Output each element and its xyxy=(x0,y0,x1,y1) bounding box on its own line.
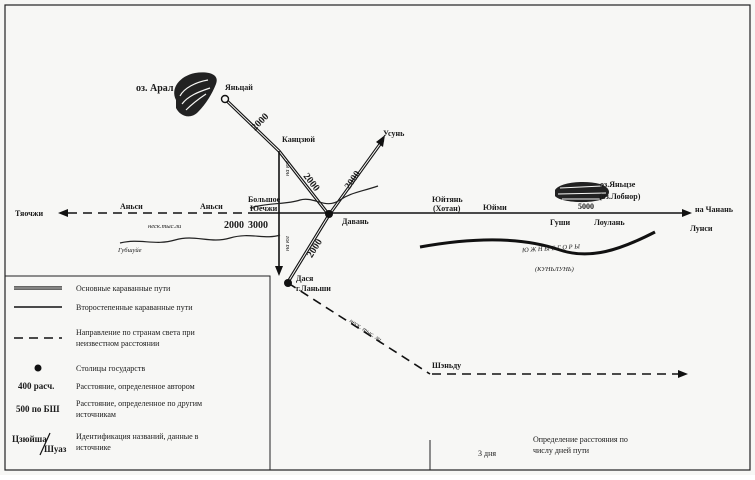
legend-ident-key-a: Цзюйша xyxy=(12,434,47,444)
label-gubshuye: Губшуйе xyxy=(117,247,142,254)
distance-davan-west-b: 3000 xyxy=(248,220,268,231)
legend-days-key: 3 дня xyxy=(478,449,496,458)
label-yuimi: Юйми xyxy=(483,203,507,212)
label-sand-se: неск. тыс. ли xyxy=(348,318,383,344)
label-lanshi: г.Ланьши xyxy=(296,284,331,293)
legend-other-key: 500 по БШ xyxy=(16,404,60,414)
legend-days-1: Определение расстояния по xyxy=(533,435,628,444)
map-frame xyxy=(4,4,751,471)
legend-direction-unknown-1: Направление по странам света при xyxy=(76,328,196,337)
label-lake-yantsze: оз.Яньцзе xyxy=(600,180,636,189)
label-kantszyui: Канцзюй xyxy=(282,135,315,144)
legend-author-distance: Расстояние, определенное автором xyxy=(76,382,195,391)
direction-north: на юг xyxy=(284,160,291,176)
arrow-usun xyxy=(376,135,385,147)
legend-other-distance-1: Расстояние, определенное по другим xyxy=(76,399,202,408)
lake-lobnor-hatching xyxy=(557,185,607,200)
label-kunlun: (КУНЬЛУНЬ) xyxy=(535,266,574,273)
label-gushi: Гуши xyxy=(550,218,571,227)
label-usun: Усунь xyxy=(383,129,405,138)
legend-capitals: Столицы государств xyxy=(76,364,145,373)
label-lake-lobnor: (оз.Лобнор) xyxy=(599,192,641,201)
label-sand-west: неск.тыс.ли xyxy=(148,223,182,230)
distance-yantsai-kantszyui: 2000 xyxy=(249,111,271,133)
label-dasya: Дася xyxy=(296,274,314,283)
route-dasya-shendu xyxy=(287,282,431,375)
river-north xyxy=(249,185,379,209)
legend-identification-1: Идентификация названий, данные в xyxy=(76,432,199,441)
label-bolshoe: Большое xyxy=(248,195,281,204)
distance-davan-west-a: 2000 xyxy=(224,220,244,231)
arrow-dasya xyxy=(275,266,283,276)
legend-secondary-routes: Второстепенные караванные пути xyxy=(76,303,193,312)
south-mountains-line xyxy=(419,230,656,256)
capital-davan xyxy=(325,210,333,218)
label-khotan: (Хотан) xyxy=(433,204,461,213)
legend-ident-key-b: Шуаз xyxy=(44,444,67,454)
lake-aral-hatching xyxy=(179,79,211,111)
arrow-tyaochzhi xyxy=(58,209,68,217)
legend-box xyxy=(4,275,271,471)
lake-aral xyxy=(174,72,217,117)
label-lunsi: Лунси xyxy=(690,224,713,233)
legend-capital-swatch xyxy=(34,364,42,372)
legend-ident-slash xyxy=(39,432,51,456)
arrow-shendu-east xyxy=(678,370,688,378)
label-shendu: Шэньду xyxy=(432,361,461,370)
label-loulan: Лоулань xyxy=(594,218,625,227)
label-yuechzhi: Юечжи xyxy=(250,204,278,213)
direction-south: на юг xyxy=(284,235,291,251)
legend-author-key: 400 расч. xyxy=(18,381,54,391)
legend-direction-unknown-2: неизвестном расстоянии xyxy=(76,339,160,348)
label-tyaochzhi: Тяочжи xyxy=(15,209,43,218)
label-aral: оз. Арал xyxy=(136,83,174,94)
distance-davan-dasya: 2000 xyxy=(305,237,325,260)
label-yantsai: Яньцай xyxy=(225,83,253,92)
label-yutyan: Юйтянь xyxy=(432,195,463,204)
label-chanan: на Чанань xyxy=(695,205,734,214)
label-south-mountains: Ю Ж Н Ы Е Г О Р Ы xyxy=(521,243,581,254)
capital-yantsai xyxy=(220,94,230,104)
lake-lobnor xyxy=(555,182,609,203)
distance-lobnor: 5000 xyxy=(578,202,594,211)
legend-main-routes: Основные караванные пути xyxy=(76,284,171,293)
legend-days-2: числу дней пути xyxy=(533,446,590,455)
river-south xyxy=(119,234,281,244)
legend-identification-2: источнике xyxy=(76,443,111,452)
arrow-chanan xyxy=(682,209,692,217)
label-ansi-1: Аньси xyxy=(120,202,143,211)
legend-other-distance-2: источникам xyxy=(76,410,116,419)
label-davan: Давань xyxy=(342,217,369,226)
label-ansi-2: Аньси xyxy=(200,202,223,211)
